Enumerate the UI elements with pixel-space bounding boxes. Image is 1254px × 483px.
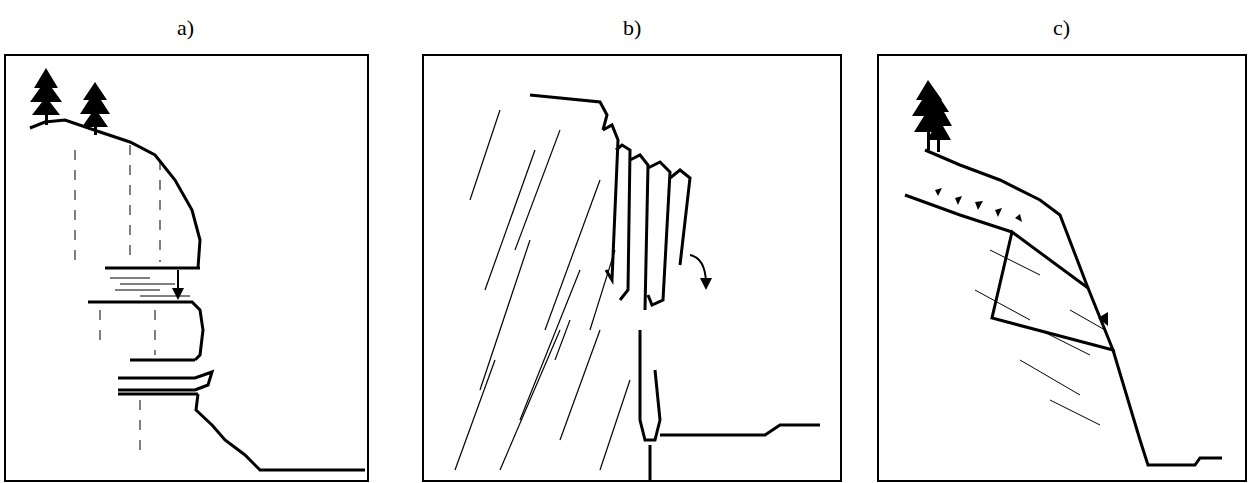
panel-label: a) [177,17,194,39]
tree-symbol [912,80,952,152]
panel-frames [5,55,1246,481]
tree-symbol [30,68,110,135]
slide-drawing [905,80,1222,465]
panel-frame [5,55,368,481]
topple-drawing [455,95,820,480]
joint-lines [75,145,160,450]
debris-marks [935,188,1022,222]
toppling-columns [530,95,690,480]
panel-frame [423,55,841,481]
fall-drawing [30,68,365,470]
panel-label: c) [1053,17,1070,39]
panel-label: b) [623,17,641,39]
joint-lines [455,110,630,470]
panel-frame [878,55,1246,481]
bedding-lines [975,250,1105,425]
